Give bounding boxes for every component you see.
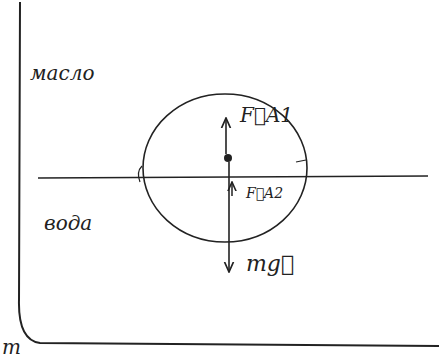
force-arrow-mg	[228, 162, 230, 272]
vessel-wall	[19, 2, 439, 346]
force-arrow-fa1	[225, 118, 227, 154]
force-arrow-fa2	[231, 182, 233, 196]
force-label: F⃗A2	[246, 186, 283, 201]
interface-line	[38, 176, 428, 178]
medium-label: масло	[30, 62, 94, 84]
force-label: mg⃗	[246, 252, 294, 276]
force-label: F⃗A1	[240, 104, 293, 126]
stroke-mark	[296, 160, 306, 162]
center-dot	[224, 154, 232, 162]
stroke-mark	[138, 166, 142, 182]
medium-label: вода	[44, 212, 92, 234]
edge-fragment: m	[2, 336, 21, 358]
ball	[143, 94, 307, 242]
